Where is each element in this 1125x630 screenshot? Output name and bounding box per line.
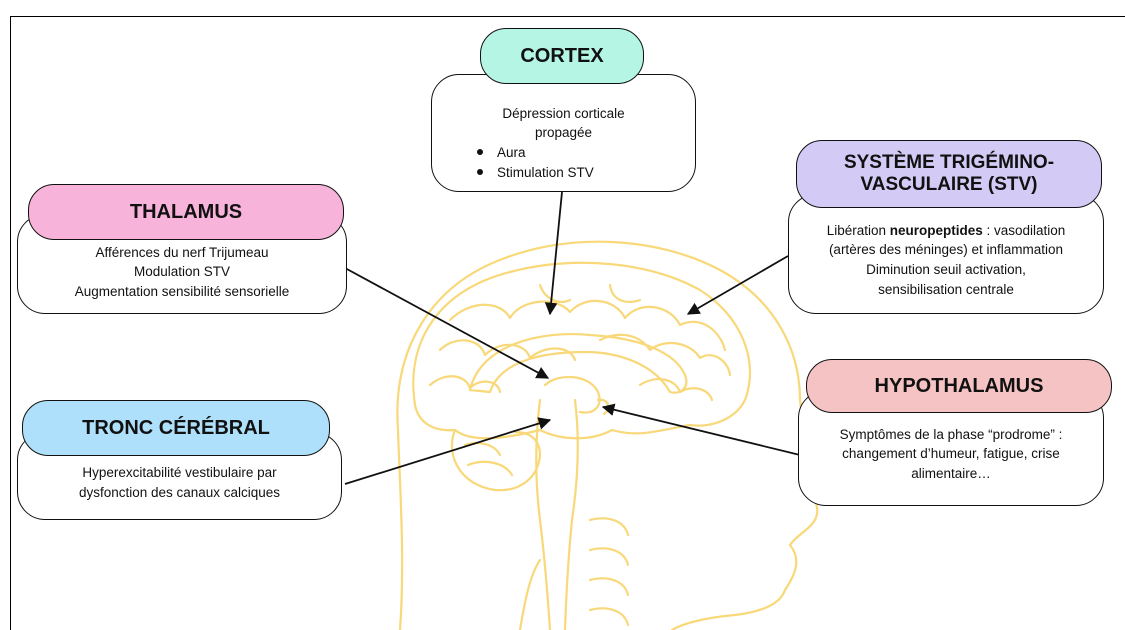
neck-outline <box>518 558 542 630</box>
thalamus-title: THALAMUS <box>129 200 243 223</box>
hypothalamus-title: HYPOTHALAMUS <box>874 374 1044 397</box>
brain-gyrus-fold <box>538 283 572 303</box>
hypothalamus-description-line: Symptômes de la phase “prodrome” : <box>839 426 1063 442</box>
stv-description-line: (artères des méninges) et inflammation <box>828 242 1064 258</box>
vertebra <box>588 547 630 567</box>
brain-gyrus-fold <box>598 333 732 377</box>
cortex-bullet-list: Aura Stimulation STV <box>475 143 594 182</box>
brain-gyrus-fold <box>428 375 502 394</box>
cortex-bullet-item: Stimulation STV <box>475 163 594 183</box>
cortex-title: CORTEX <box>520 44 604 67</box>
brain-gyrus-fold <box>438 339 577 362</box>
diagram-frame <box>10 16 1125 630</box>
cortex-bullet-item: Aura <box>475 143 594 163</box>
stv-description-line: Diminution seuil activation, <box>866 262 1026 277</box>
vertebra <box>588 607 630 627</box>
stv-line1-prefix: Libération <box>826 222 890 238</box>
stv-title-pill: SYSTÈME TRIGÉMINO- VASCULAIRE (STV) <box>796 140 1102 208</box>
thalamus-title-pill: THALAMUS <box>28 184 344 240</box>
head-profile-outline <box>396 240 819 630</box>
stv-neuropeptides-bold: neuropeptides <box>889 222 983 238</box>
brain-gyrus-fold <box>638 378 714 402</box>
thalamus-description-line: Augmentation sensibilité sensorielle <box>74 283 290 299</box>
hypothalamus-description-line: changement d’humeur, fatigue, crise <box>842 446 1060 462</box>
brain-gyrus-fold <box>608 283 642 303</box>
hypothalamus-description-line: alimentaire… <box>911 465 991 481</box>
corpus-callosum <box>468 333 688 394</box>
hypothalamus-title-pill: HYPOTHALAMUS <box>806 359 1112 413</box>
brainstem-right <box>563 398 579 630</box>
stv-line1-suffix: : vasodilation <box>982 222 1066 238</box>
thalamus-description-line: Afférences du nerf Trijumeau <box>95 244 269 260</box>
cortex-description-line: propagée <box>534 125 593 141</box>
stv-title-line: SYSTÈME TRIGÉMINO- <box>843 152 1055 174</box>
cerebellum-fold <box>463 441 502 457</box>
tronc-description-line: Hyperexcitabilité vestibulaire par <box>82 465 277 481</box>
cerebellum <box>450 428 542 492</box>
cortex-description-line: Dépression corticale <box>502 105 625 121</box>
cortex-description-box: Dépression corticale propagée Aura Stimu… <box>431 74 696 192</box>
vertebra <box>588 517 630 537</box>
stv-title-line: VASCULAIRE (STV) <box>860 174 1038 195</box>
vertebra <box>588 577 630 597</box>
tronc-title: TRONC CÉRÉBRAL <box>82 416 270 439</box>
thalamus-description-line: Modulation STV <box>133 264 231 280</box>
stv-description-line: Libération neuropeptides : vasodilation <box>827 221 1066 241</box>
thalamus-region <box>543 375 601 414</box>
stv-description-line: sensibilisation centrale <box>878 281 1014 297</box>
tronc-title-pill: TRONC CÉRÉBRAL <box>22 400 330 456</box>
brain-gyrus-fold <box>448 299 727 352</box>
stv-description-box: Libération neuropeptides : vasodilation … <box>788 194 1104 314</box>
cerebellum-fold <box>466 460 514 477</box>
cortex-title-pill: CORTEX <box>480 28 644 84</box>
tronc-description-line: dysfonction des canaux calciques <box>78 485 281 500</box>
